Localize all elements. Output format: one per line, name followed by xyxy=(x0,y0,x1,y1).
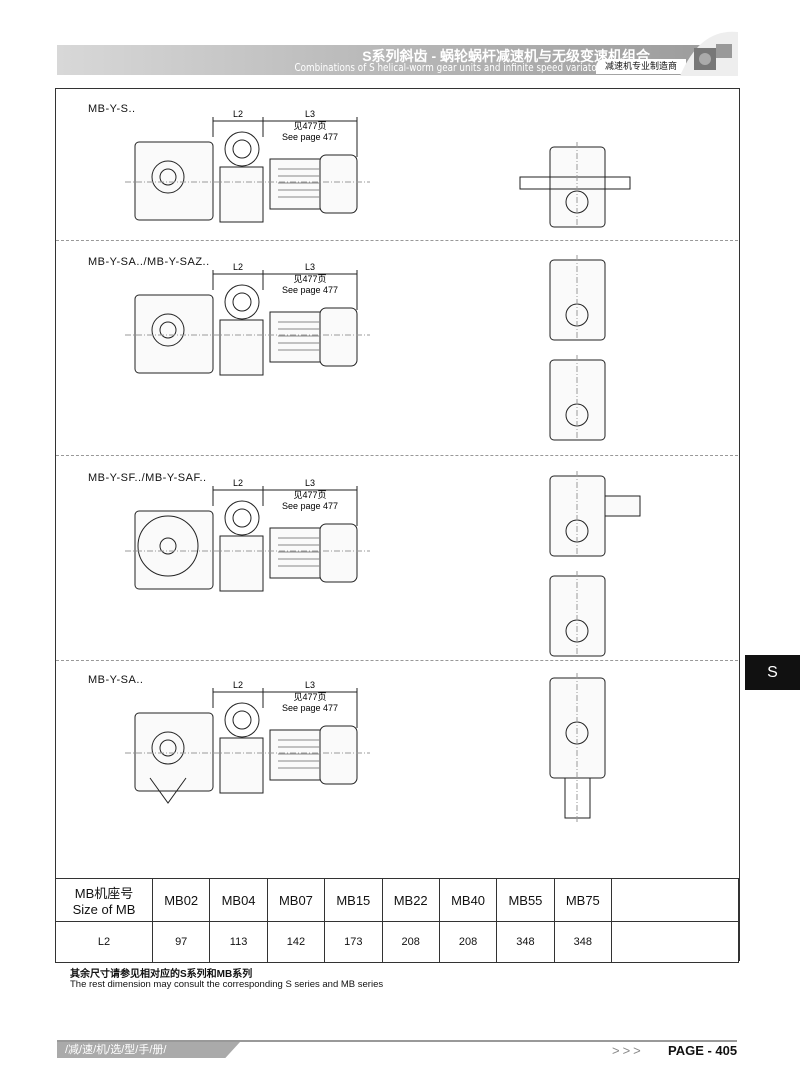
size-cell: MB07 xyxy=(266,878,326,922)
table-row: L2 97 113 142 173 208 208 348 348 xyxy=(55,921,739,963)
size-cell: MB22 xyxy=(381,878,440,922)
variator-handwheel xyxy=(224,702,260,738)
front-view-drawing: L2 L3 见477页 See page 477 xyxy=(125,109,370,223)
motor-fan-cover xyxy=(319,307,358,367)
section-divider xyxy=(56,455,738,456)
l2-cell: 348 xyxy=(496,921,555,963)
gearbox-housing xyxy=(134,294,214,374)
ref-en: See page 477 xyxy=(282,132,338,142)
model-label: MB-Y-SA.. xyxy=(88,674,144,686)
side-view-drawing xyxy=(549,355,606,441)
l3-label: L3 xyxy=(305,262,315,272)
ref-cn: 见477页 xyxy=(293,692,326,702)
ref-cn: 见477页 xyxy=(293,490,326,500)
header-title-cn: S系列斜齿 - 蜗轮蜗杆减速机与无级变速机组合 xyxy=(362,48,650,64)
front-view-drawing: L2 L3 见477页 See page 477 xyxy=(125,262,370,376)
size-cell: MB02 xyxy=(151,878,211,922)
output-flange xyxy=(151,160,185,194)
row-label: L2 xyxy=(55,921,153,963)
motor-fan-cover xyxy=(319,725,358,785)
empty-cell xyxy=(611,921,739,963)
header-title-en: Combinations of S helical-worm gear unit… xyxy=(294,61,600,74)
ref-cn: 见477页 xyxy=(293,274,326,284)
l2-label: L2 xyxy=(233,680,243,690)
l2-cell: 97 xyxy=(151,921,211,963)
variator-body xyxy=(219,319,264,376)
footer-rule xyxy=(57,1040,737,1042)
footer-tag: /减/速/机/选/型/手/册/ xyxy=(57,1042,240,1058)
front-view-drawing: L2 L3 见477页 See page 477 xyxy=(125,478,370,592)
empty-cell xyxy=(611,878,739,922)
model-label: MB-Y-S.. xyxy=(88,103,136,115)
l2-label: L2 xyxy=(233,478,243,488)
l2-cell: 113 xyxy=(209,921,268,963)
output-flange xyxy=(137,515,199,577)
size-cell: MB55 xyxy=(496,878,555,922)
front-view-drawing: L2 L3 见477页 See page 477 xyxy=(125,680,370,804)
output-flange xyxy=(151,313,185,347)
motor-fan-cover xyxy=(319,154,358,214)
footer-arrows: >>> xyxy=(612,1043,644,1058)
model-label: MB-Y-SF../MB-Y-SAF.. xyxy=(88,472,207,484)
l2-cell: 142 xyxy=(266,921,326,963)
section-tab-s[interactable]: S xyxy=(745,655,800,690)
side-view-drawing xyxy=(549,471,641,557)
variator-handwheel xyxy=(224,500,260,536)
header-badge: 减速机专业制造商 xyxy=(596,59,686,74)
ref-en: See page 477 xyxy=(282,703,338,713)
variator-body xyxy=(219,737,264,794)
model-label: MB-Y-SA../MB-Y-SAZ.. xyxy=(88,256,210,268)
l2-cell: 173 xyxy=(324,921,383,963)
gearbox-housing xyxy=(134,712,214,792)
size-cell: MB40 xyxy=(438,878,498,922)
header-cn: MB机座号 xyxy=(74,886,134,901)
header-en: Size of MB xyxy=(72,902,136,917)
l3-label: L3 xyxy=(305,680,315,690)
section-divider xyxy=(56,660,738,661)
side-view-drawing xyxy=(519,142,631,228)
l2-cell: 348 xyxy=(553,921,613,963)
ref-en: See page 477 xyxy=(282,285,338,295)
l2-cell: 208 xyxy=(381,921,440,963)
gearbox-housing xyxy=(134,510,214,590)
side-view-drawing xyxy=(549,571,606,657)
motor-fan-cover xyxy=(319,523,358,583)
note-en: The rest dimension may consult the corre… xyxy=(70,979,384,990)
drawing-frame xyxy=(55,88,740,961)
ref-cn: 见477页 xyxy=(293,121,326,131)
ref-en: See page 477 xyxy=(282,501,338,511)
size-cell: MB75 xyxy=(553,878,613,922)
l3-label: L3 xyxy=(305,478,315,488)
l3-label: L3 xyxy=(305,109,315,119)
l2-label: L2 xyxy=(233,109,243,119)
l2-label: L2 xyxy=(233,262,243,272)
side-view-drawing xyxy=(549,255,606,341)
size-cell: MB04 xyxy=(209,878,268,922)
variator-handwheel xyxy=(224,284,260,320)
output-flange xyxy=(151,731,185,765)
shaft xyxy=(519,176,631,190)
variator-handwheel xyxy=(224,131,260,167)
l2-cell: 208 xyxy=(438,921,498,963)
side-view-drawing xyxy=(549,673,606,823)
gearbox-housing xyxy=(134,141,214,221)
size-cell: MB15 xyxy=(324,878,383,922)
note-cn: 其余尺寸请参见相对应的S系列和MB系列 xyxy=(70,969,253,980)
section-divider xyxy=(56,240,738,241)
variator-body xyxy=(219,535,264,592)
flange-shaft xyxy=(604,495,641,517)
gearbox-logo-icon xyxy=(680,31,738,76)
variator-body xyxy=(219,166,264,223)
page-number: PAGE - 405 xyxy=(668,1043,738,1058)
